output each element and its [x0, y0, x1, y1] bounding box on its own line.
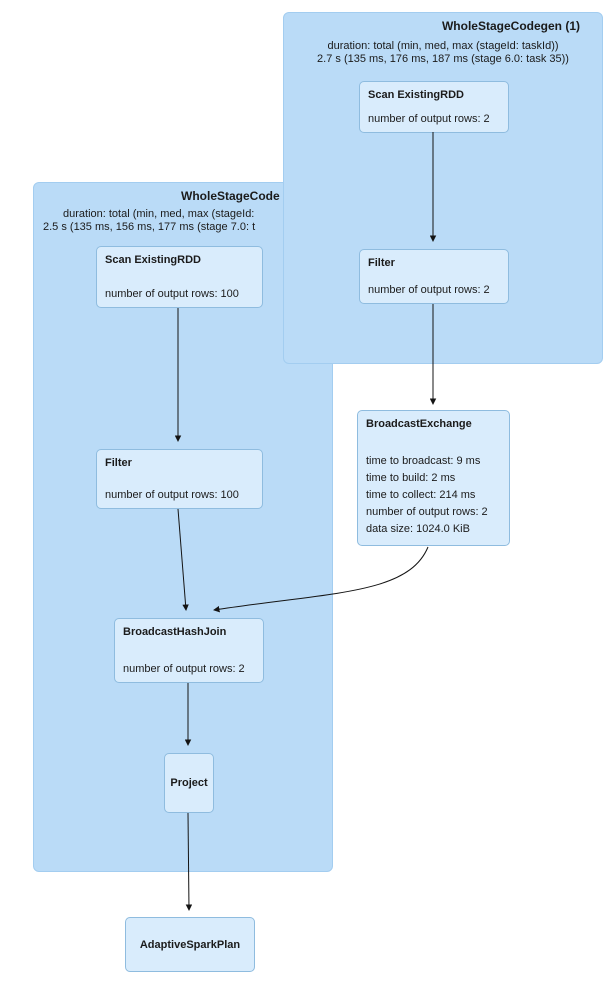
node-title: Scan ExistingRDD — [105, 254, 201, 266]
node-title: AdaptiveSparkPlan — [139, 938, 241, 951]
cluster-duration-line1: duration: total (min, med, max (stageId:… — [327, 40, 559, 52]
cluster-title: WholeStageCodegen (1) — [441, 19, 580, 33]
node-filter-1[interactable]: Filter number of output rows: 2 — [359, 249, 509, 304]
node-broadcastexchange[interactable]: BroadcastExchange time to broadcast: 9 m… — [357, 410, 510, 546]
cluster-duration-line1: duration: total (min, med, max (stageId: — [63, 208, 255, 220]
node-metric-output-rows: number of output rows: 2 — [123, 663, 245, 675]
node-metric-output-rows: number of output rows: 2 — [366, 506, 488, 518]
node-metric-output-rows: number of output rows: 100 — [105, 489, 239, 501]
node-metric-output-rows: number of output rows: 100 — [105, 288, 239, 300]
node-metric-time-to-broadcast: time to broadcast: 9 ms — [366, 455, 481, 467]
node-metric-output-rows: number of output rows: 2 — [368, 284, 490, 296]
node-metric-output-rows: number of output rows: 2 — [368, 113, 490, 125]
node-scan-existingrdd-1[interactable]: Scan ExistingRDD number of output rows: … — [359, 81, 509, 133]
node-title: BroadcastExchange — [366, 418, 472, 430]
node-title: Filter — [368, 257, 395, 269]
node-metric-data-size: data size: 1024.0 KiB — [366, 523, 470, 535]
node-metric-time-to-collect: time to collect: 214 ms — [366, 489, 476, 501]
node-title: BroadcastHashJoin — [123, 626, 227, 638]
node-title: Scan ExistingRDD — [368, 89, 464, 101]
node-adaptivesparkplan[interactable]: AdaptiveSparkPlan — [125, 917, 255, 972]
node-broadcasthashjoin[interactable]: BroadcastHashJoin number of output rows:… — [114, 618, 264, 683]
cluster-title: WholeStageCode — [181, 189, 280, 203]
node-filter-2[interactable]: Filter number of output rows: 100 — [96, 449, 263, 509]
node-metrics: time to broadcast: 9 ms time to build: 2… — [366, 453, 501, 538]
node-metric-time-to-build: time to build: 2 ms — [366, 472, 456, 484]
node-title: Project — [170, 777, 208, 789]
node-scan-existingrdd-2[interactable]: Scan ExistingRDD number of output rows: … — [96, 246, 263, 308]
node-title: Filter — [105, 457, 132, 469]
cluster-duration-line2: 2.7 s (135 ms, 176 ms, 187 ms (stage 6.0… — [317, 53, 569, 65]
cluster-duration-line2: 2.5 s (135 ms, 156 ms, 177 ms (stage 7.0… — [43, 221, 256, 233]
cluster-wholestagecodegen-1: WholeStageCodegen (1) duration: total (m… — [283, 12, 603, 364]
node-project[interactable]: Project — [164, 753, 214, 813]
